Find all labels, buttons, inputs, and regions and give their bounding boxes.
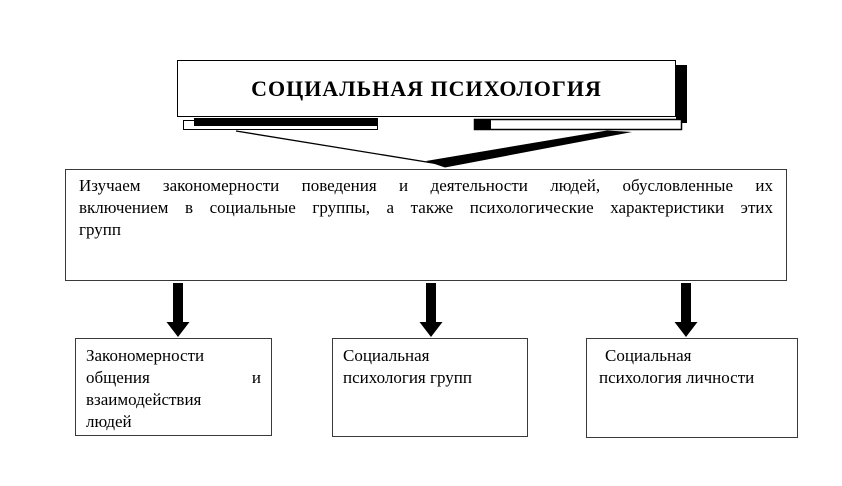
split-arrow-chevron [235,130,632,168]
split-arrow-right-bar [473,118,683,131]
title-label: СОЦИАЛЬНАЯ ПСИХОЛОГИЯ [251,75,602,101]
definition-line: групп [79,220,121,239]
title-box-shadow [676,65,687,123]
definition-line: Изучаем закономерности поведения и деяте… [79,176,773,195]
title-box: СОЦИАЛЬНАЯ ПСИХОЛОГИЯ [177,60,676,117]
branch-line: Социальная [605,346,692,365]
down-arrow-1 [166,283,190,337]
branch-box-groups: Социальная психология групп [332,338,528,437]
definition-line: включением в социальные группы, а также … [79,198,773,217]
down-arrow-3 [674,283,698,337]
definition-box: Изучаем закономерности поведения и деяте… [65,169,787,281]
branch-line: психология личности [599,368,755,387]
branch-line: людей [86,412,132,431]
branch-line: взаимодействия [86,390,202,409]
branch-box-personality: Социальная психология личности [586,338,798,438]
down-arrow-2 [419,283,443,337]
branch-line: Закономерности [86,346,205,365]
branch-line: общения и [86,368,261,387]
branch-box-communication: Закономерности общения и взаимодействия … [75,338,272,436]
branch-line: Социальная [343,346,430,365]
branch-line: психология групп [343,368,472,387]
split-arrow-left-bar [183,118,378,130]
